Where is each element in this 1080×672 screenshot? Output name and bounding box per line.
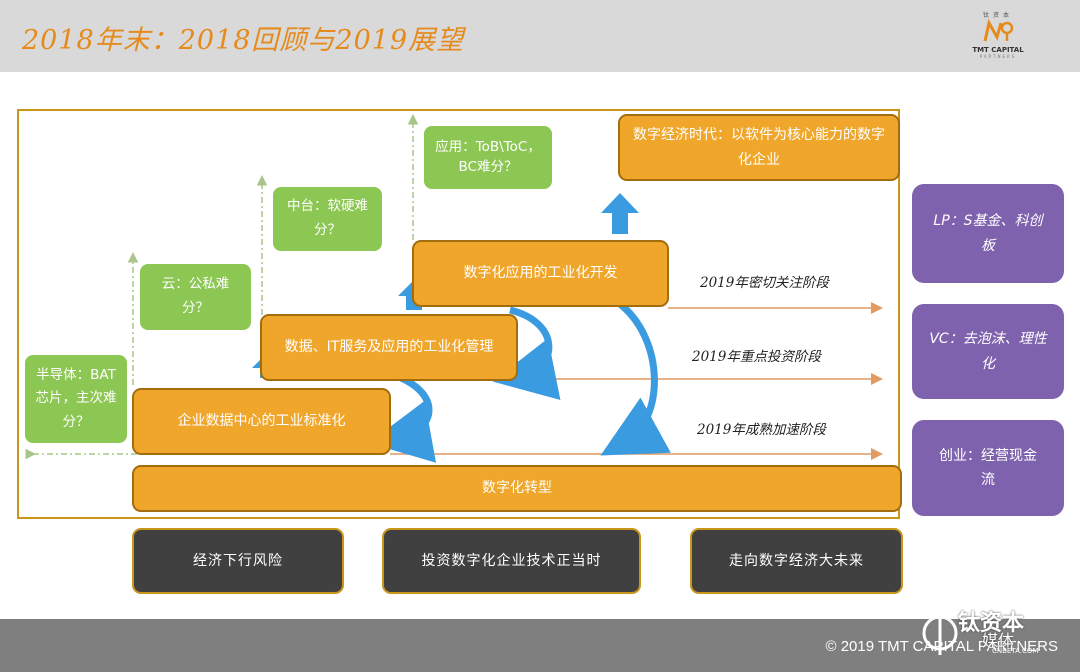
orange-box-step3: 数字化应用的工业化开发 <box>412 240 669 307</box>
watermark-logo-icon <box>922 615 958 655</box>
logo-sub: PARTNERS <box>979 54 1017 59</box>
curve-arrow-icon-3 <box>600 301 671 456</box>
curve-arrow-icon-2 <box>492 306 561 400</box>
copyright-text: © 2019 TMT CAPITAL PARTNERS <box>825 638 1058 655</box>
dark-box-digital-future: 走向数字经济大未来 <box>690 528 903 594</box>
up-arrow-icon-3 <box>601 193 639 234</box>
logo-cn-name: 钛资本 <box>982 12 1013 19</box>
curve-arrow-icon-1 <box>368 372 437 463</box>
company-logo: 钛资本 TMT CAPITAL PARTNERS <box>963 8 1033 64</box>
orange-box-foundation: 数字化转型 <box>132 465 902 512</box>
stage-label-3: 2019年成熟加速阶段 <box>697 422 826 438</box>
green-box-application: 应用：ToB\ToC，BC难分？ <box>424 126 552 189</box>
watermark-sub: 媒体 <box>982 631 1015 650</box>
diagram-frame <box>17 109 900 519</box>
dark-box-economy-risk: 经济下行风险 <box>132 528 344 594</box>
green-box-cloud: 云：公私难分？ <box>140 264 251 330</box>
purple-box-lp: LP：S基金、科创板 <box>912 184 1064 283</box>
orange-box-step1: 企业数据中心的工业标准化 <box>132 388 391 455</box>
page-title: 2018年末：2018回顾与2019展望 <box>22 25 465 56</box>
header-bar: 2018年末：2018回顾与2019展望 钛资本 TMT CAPITAL PAR… <box>0 0 1080 72</box>
green-box-middle-platform: 中台：软硬难分？ <box>273 187 382 251</box>
green-box-semiconductor: 半导体：BAT芯片，主次难分？ <box>25 355 127 443</box>
watermark: 钛资本 媒体 CNBETA.COM <box>920 605 1080 665</box>
logo-mark-icon <box>983 19 1014 42</box>
logo-en-name: TMT CAPITAL <box>972 46 1024 54</box>
footer-bar: © 2019 TMT CAPITAL PARTNERS <box>0 619 1080 672</box>
orange-box-top: 数字经济时代：以软件为核心能力的数字化企业 <box>618 114 900 181</box>
watermark-url: CNBETA.COM <box>992 647 1039 655</box>
purple-box-startup: 创业：经营现金流 <box>912 420 1064 516</box>
stage-label-1: 2019年密切关注阶段 <box>700 275 829 291</box>
orange-box-step2: 数据、IT服务及应用的工业化管理 <box>260 314 518 381</box>
watermark-text: 钛资本 <box>958 611 1025 636</box>
dark-box-invest-timing: 投资数字化企业技术正当时 <box>382 528 641 594</box>
purple-box-vc: VC：去泡沫、理性化 <box>912 304 1064 399</box>
stage-label-2: 2019年重点投资阶段 <box>692 349 821 365</box>
